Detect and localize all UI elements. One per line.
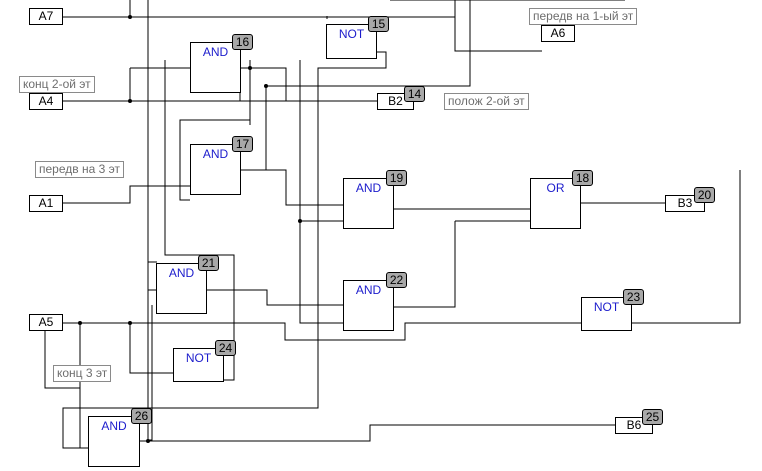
gate-type-label: NOT: [593, 300, 620, 314]
input-a5[interactable]: A5: [29, 314, 63, 331]
note-pos-2nd-floor: полож 2-ой эт: [444, 93, 529, 110]
gate-22-number: 22: [386, 272, 407, 288]
note-front-1st-floor: передв на 1-ый эт: [529, 8, 638, 25]
gate-and-19[interactable]: AND: [343, 178, 394, 229]
gate-17-number: 17: [232, 136, 253, 152]
gate-and-21[interactable]: AND: [156, 263, 207, 314]
gate-26-number: 26: [131, 408, 152, 424]
output-b6-number: 25: [642, 409, 663, 425]
gate-21-number: 21: [198, 255, 219, 271]
gate-type-label: AND: [202, 147, 229, 161]
gate-23-number: 23: [623, 289, 644, 305]
gate-and-22[interactable]: AND: [343, 280, 394, 331]
gate-type-label: AND: [355, 283, 382, 297]
note-end-2nd-floor: конц 2-ой эт: [19, 76, 95, 93]
note-front-3rd-floor: передв на 3 эт: [35, 161, 124, 178]
output-b2-number: 14: [404, 86, 425, 102]
gate-and-26[interactable]: AND: [88, 416, 140, 467]
gate-and-16[interactable]: AND: [190, 42, 241, 93]
gate-type-label: AND: [355, 181, 382, 195]
gate-type-label: AND: [101, 419, 127, 433]
gate-16-number: 16: [232, 34, 253, 50]
gate-15-number: 15: [368, 16, 389, 32]
gate-or-18[interactable]: OR: [530, 178, 581, 229]
gate-type-label: OR: [546, 181, 565, 195]
gate-type-label: NOT: [338, 27, 365, 41]
input-a1[interactable]: A1: [29, 195, 63, 212]
gate-not-15[interactable]: NOT: [326, 24, 377, 59]
input-a4[interactable]: A4: [29, 93, 63, 110]
gate-24-number: 24: [215, 340, 236, 356]
note-end-3rd-floor: конц 3 эт: [53, 365, 112, 382]
gate-18-number: 18: [572, 170, 593, 186]
gate-19-number: 19: [386, 170, 407, 186]
output-b3-number: 20: [694, 187, 715, 203]
gate-type-label: AND: [168, 266, 195, 280]
gate-and-17[interactable]: AND: [190, 144, 241, 195]
input-a6[interactable]: A6: [541, 25, 575, 42]
input-a7[interactable]: A7: [29, 8, 63, 25]
gate-type-label: NOT: [185, 351, 212, 365]
gate-type-label: AND: [202, 45, 229, 59]
